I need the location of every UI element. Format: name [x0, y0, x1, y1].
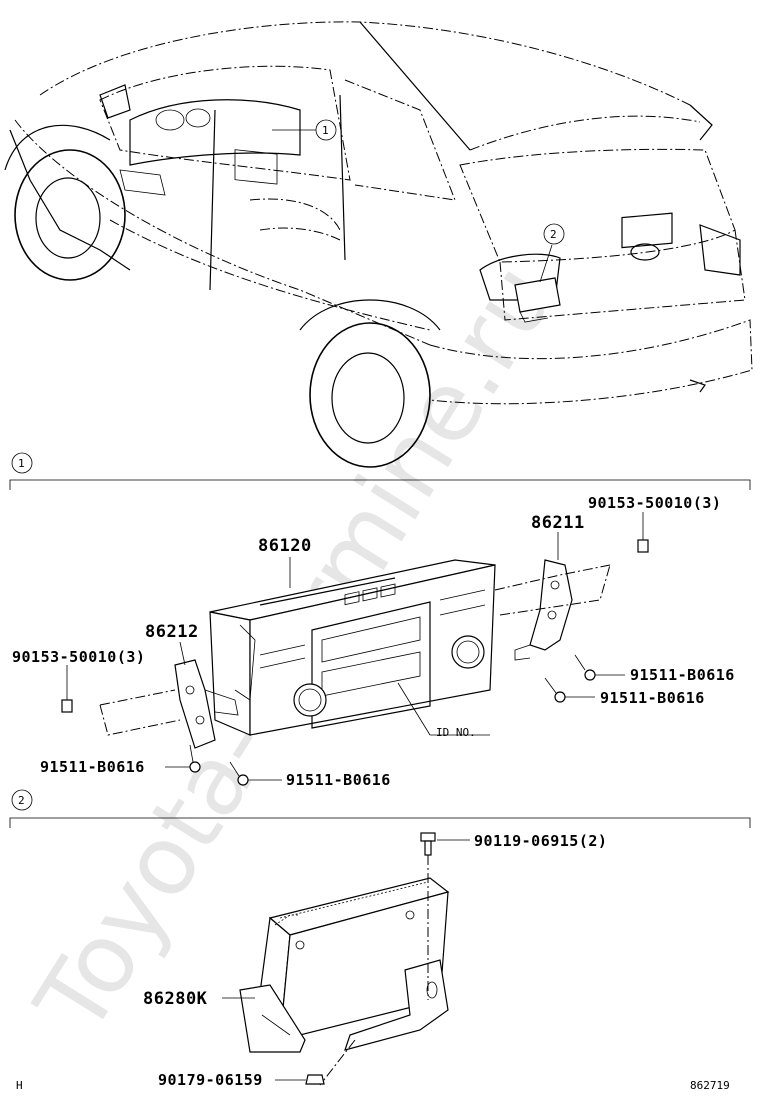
- audio-head-unit-illustration: [209, 559, 496, 736]
- part-label-nut-right: 90153-50010(3): [588, 494, 721, 512]
- leader-lines-section-1: [66, 512, 644, 781]
- right-bracket-illustration: [494, 559, 611, 661]
- part-label-screw-left-lower: 91511-B0616: [286, 771, 391, 789]
- part-label-nut-left: 90153-50010(3): [12, 648, 145, 666]
- part-label-bolt-top: 90119-06915(2): [474, 832, 607, 850]
- section-1-marker: 1: [9, 452, 751, 490]
- illustration-number: 862719: [690, 1079, 730, 1092]
- fasteners-section-1: [61, 539, 649, 786]
- callout-1-label: 1: [322, 124, 329, 137]
- part-label-screw-right-upper: 91511-B0616: [630, 666, 735, 684]
- vehicle-overview-illustration: 1 2: [4, 21, 753, 468]
- fasteners-section-2: [305, 832, 436, 1085]
- section-2-marker: 2: [9, 789, 751, 828]
- part-label-86211: 86211: [531, 513, 585, 533]
- left-bracket-illustration: [99, 659, 239, 749]
- amplifier-illustration: [239, 855, 450, 1086]
- id-no-label: ID NO.: [436, 726, 476, 739]
- svg-text:1: 1: [18, 457, 25, 470]
- part-label-screw-right-lower: 91511-B0616: [600, 689, 705, 707]
- callout-2-label: 2: [550, 228, 557, 241]
- part-label-86120: 86120: [258, 536, 312, 556]
- part-label-screw-left-upper: 91511-B0616: [40, 758, 145, 776]
- part-label-86280K: 86280K: [143, 989, 208, 1009]
- part-label-nut-bottom: 90179-06159: [158, 1071, 263, 1089]
- leader-lines-section-2: [222, 839, 470, 1081]
- footer-left-code: H: [16, 1079, 23, 1092]
- part-label-86212: 86212: [145, 622, 199, 642]
- svg-text:2: 2: [18, 794, 25, 807]
